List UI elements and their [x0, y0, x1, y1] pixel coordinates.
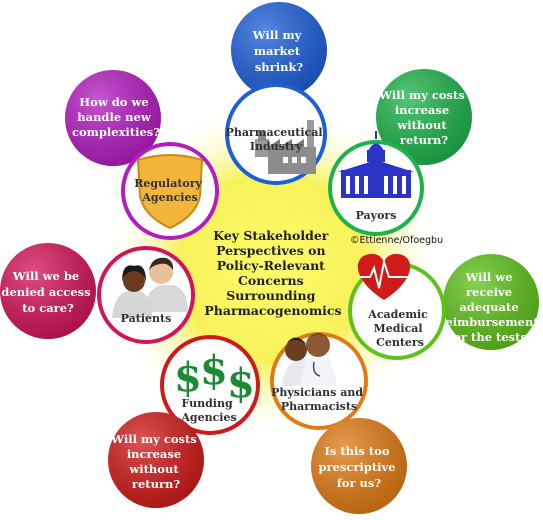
regulatory-question-line: complexities? [72, 125, 160, 139]
pharma-question-line: market [254, 44, 301, 58]
patients-label: Patients [121, 312, 172, 325]
payors-bubble-shade [376, 69, 472, 165]
center-title-line: Surrounding [226, 288, 315, 303]
pharma-question: Will my market shrink? [252, 28, 306, 74]
center-title: Key Stakeholder Perspectives on Policy-R… [204, 228, 341, 318]
dollar-glyph: $ [227, 360, 255, 407]
pharma-question-line: shrink? [255, 60, 304, 74]
academic-question-line: for the tests? [448, 330, 534, 344]
stakeholder-patients: Will we be denied access to care? Patien… [0, 243, 195, 344]
payors-label: Payors [356, 209, 397, 222]
academic-label-line: Medical [374, 322, 423, 335]
funding-label: Funding Agencies [180, 397, 236, 424]
stakeholder-academic: Will we receive adequate reimbursement f… [348, 253, 542, 360]
funding-question-line: increase [127, 447, 181, 461]
payors-label-line: Payors [356, 209, 397, 222]
payors-question-line: return? [400, 133, 448, 147]
pharma-bubble-shade [231, 2, 327, 98]
regulatory-bubble-shade [65, 70, 161, 166]
pharma-label-line: Pharmaceutical [226, 126, 323, 139]
funding-ring [160, 335, 260, 435]
center-title-line: Perspectives on [216, 243, 326, 258]
academic-label: Academic Medical Centers [367, 308, 431, 349]
physicians-label: Physicians and Pharmacists [271, 386, 367, 413]
regulatory-question-line: How do we [79, 95, 148, 109]
pharma-label: Pharmaceutical Industry [226, 126, 327, 153]
funding-question: Will my costs increase without return? [110, 432, 201, 491]
patients-people-icon [112, 257, 188, 318]
academic-question-line: reimbursement [439, 315, 539, 329]
physicians-question-line: Is this too [324, 444, 389, 458]
stakeholder-pharma: Will my market shrink? Pharmaceutical In… [225, 2, 327, 185]
stakeholder-physicians: Physicians and Pharmacists Is this too p… [270, 332, 407, 514]
stakeholder-payors: Will my costs increase without return? P… [328, 69, 472, 246]
physicians-label-line: Pharmacists [281, 400, 357, 413]
credit-text: ©Ettienne/Ofoegbu [350, 235, 443, 246]
funding-question-line: return? [132, 477, 180, 491]
physicians-bubble-shade [311, 418, 407, 514]
heartbeat-icon [357, 253, 411, 300]
funding-question-line: Will my costs [110, 432, 197, 446]
center-title-line: Key Stakeholder [213, 228, 329, 243]
academic-question: Will we receive adequate reimbursement f… [439, 270, 542, 344]
regulatory-question-line: handle new [77, 110, 152, 124]
academic-label-line: Centers [376, 336, 424, 349]
center-title-line: Concerns [238, 273, 304, 288]
academic-question-line: Will we [464, 270, 512, 284]
dollar-signs-icon: $ $ $ [174, 347, 255, 407]
payors-question-line: increase [395, 103, 449, 117]
center-title-line: Policy-Relevant [217, 258, 325, 273]
patients-question: Will we be denied access to care? [1, 269, 94, 315]
dollar-glyph: $ [174, 354, 202, 401]
funding-label-line: Funding [181, 397, 232, 410]
funding-label-line: Agencies [180, 411, 236, 424]
pharma-question-line: Will my [252, 28, 302, 42]
regulatory-label-line: Regulatory [134, 177, 202, 190]
stakeholder-funding: $ $ $ Funding Agencies Will my costs inc… [108, 335, 260, 508]
doctor-pharmacist-icon [282, 333, 336, 386]
funding-question-line: without [128, 462, 179, 476]
academic-question-line: receive [466, 285, 512, 299]
center-title-line: Pharmacogenomics [204, 303, 341, 318]
regulatory-label-line: Agencies [141, 191, 197, 204]
payors-question-line: without [396, 118, 447, 132]
regulatory-question: How do we handle new complexities? [72, 95, 160, 139]
patients-bubble-shade [0, 243, 96, 339]
dollar-glyph: $ [200, 347, 228, 394]
academic-bubble-shade [443, 254, 539, 350]
pharma-label-line: Industry [250, 140, 303, 153]
payors-question-line: Will my costs [378, 88, 465, 102]
shield-icon [136, 154, 204, 230]
capitol-building-icon [338, 131, 414, 198]
patients-label-line: Patients [121, 312, 172, 325]
factory-icon [255, 120, 316, 174]
funding-bubble-shade [108, 412, 204, 508]
physicians-question-line: prescriptive [318, 460, 395, 474]
payors-question: Will my costs increase without return? [378, 88, 469, 147]
physicians-question-line: for us? [337, 476, 382, 490]
patients-question-line: denied access [1, 285, 90, 299]
academic-label-line: Academic [367, 308, 428, 321]
patients-question-line: Will we be [12, 269, 79, 283]
stakeholder-regulatory: How do we handle new complexities? Regul… [65, 70, 219, 240]
regulatory-label: Regulatory Agencies [134, 177, 206, 204]
academic-question-line: adequate [459, 300, 518, 314]
patients-question-line: to care? [22, 301, 74, 315]
physicians-label-line: Physicians and [271, 386, 363, 399]
physicians-question: Is this too prescriptive for us? [318, 444, 399, 490]
